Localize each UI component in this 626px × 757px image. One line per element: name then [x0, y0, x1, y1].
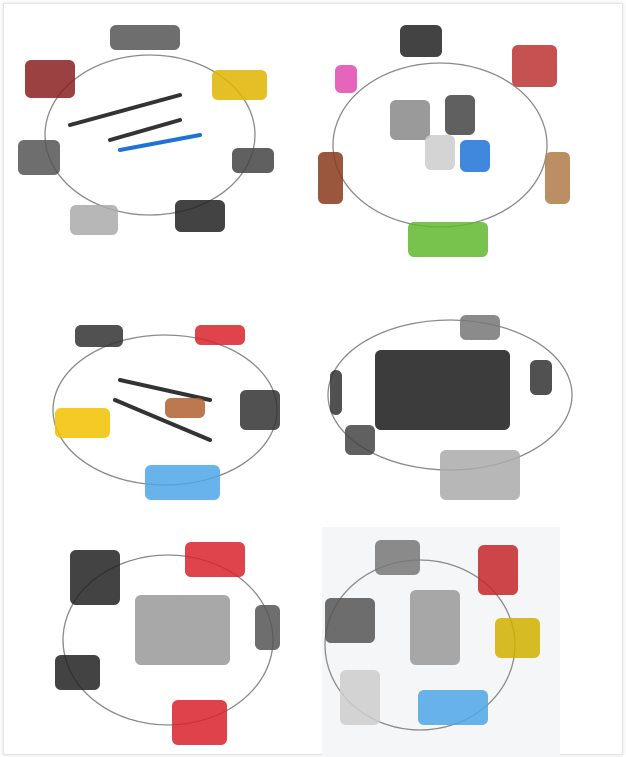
- flashlight-icon: [185, 542, 245, 577]
- car-icon: [375, 350, 510, 430]
- trampoline-icon: [232, 148, 274, 173]
- image-frame: [3, 3, 623, 755]
- wire-form-icon: [330, 370, 342, 415]
- heater-icon: [375, 540, 420, 575]
- torsion-spring-icon: [445, 95, 475, 135]
- extension-spring-icon: [108, 118, 182, 142]
- door-icon: [545, 152, 570, 204]
- antenna-icon: [240, 390, 280, 430]
- bicycle-icon: [495, 618, 540, 658]
- wire-form-icon: [440, 450, 520, 500]
- battery-contact-icon: [135, 595, 230, 665]
- sports-car-icon: [110, 25, 180, 50]
- remote-control-icon: [70, 550, 120, 605]
- ring-1: [44, 54, 256, 216]
- medical-device-icon: [340, 670, 380, 725]
- wire-spring-icon: [118, 378, 212, 402]
- e-bike-icon: [25, 60, 75, 98]
- torsion-spring-icon: [460, 140, 490, 172]
- stapler-icon: [75, 325, 123, 347]
- computer-icon: [175, 200, 225, 232]
- compression-spring-icon: [345, 425, 375, 455]
- door-icon: [318, 152, 343, 204]
- toy-icon: [335, 65, 357, 93]
- camera-icon: [70, 205, 118, 235]
- extension-spring-icon: [68, 93, 182, 127]
- torsion-spring-icon: [425, 135, 455, 170]
- wire-spring-icon: [113, 398, 212, 442]
- helicopter-icon: [55, 408, 110, 438]
- machine-icon: [18, 140, 60, 175]
- toy-car-icon: [418, 690, 488, 725]
- telephone-icon: [172, 700, 227, 745]
- torsion-spring-icon: [390, 100, 430, 140]
- rc-car-icon: [195, 325, 245, 345]
- extension-spring-icon: [118, 133, 202, 152]
- gamepad-icon: [55, 655, 100, 690]
- backhoe-icon: [212, 70, 267, 100]
- drill-icon: [325, 598, 375, 643]
- motorcycle-icon: [408, 222, 488, 257]
- harvester-icon: [512, 45, 557, 87]
- toy-car-icon: [145, 465, 220, 500]
- coil-spring-icon: [410, 590, 460, 665]
- wire-form-icon: [460, 315, 500, 340]
- compression-spring-icon: [530, 360, 552, 395]
- wire-spring-icon: [165, 398, 205, 418]
- shaver-icon: [255, 605, 280, 650]
- dslr-camera-icon: [400, 25, 442, 57]
- doll-icon: [478, 545, 518, 595]
